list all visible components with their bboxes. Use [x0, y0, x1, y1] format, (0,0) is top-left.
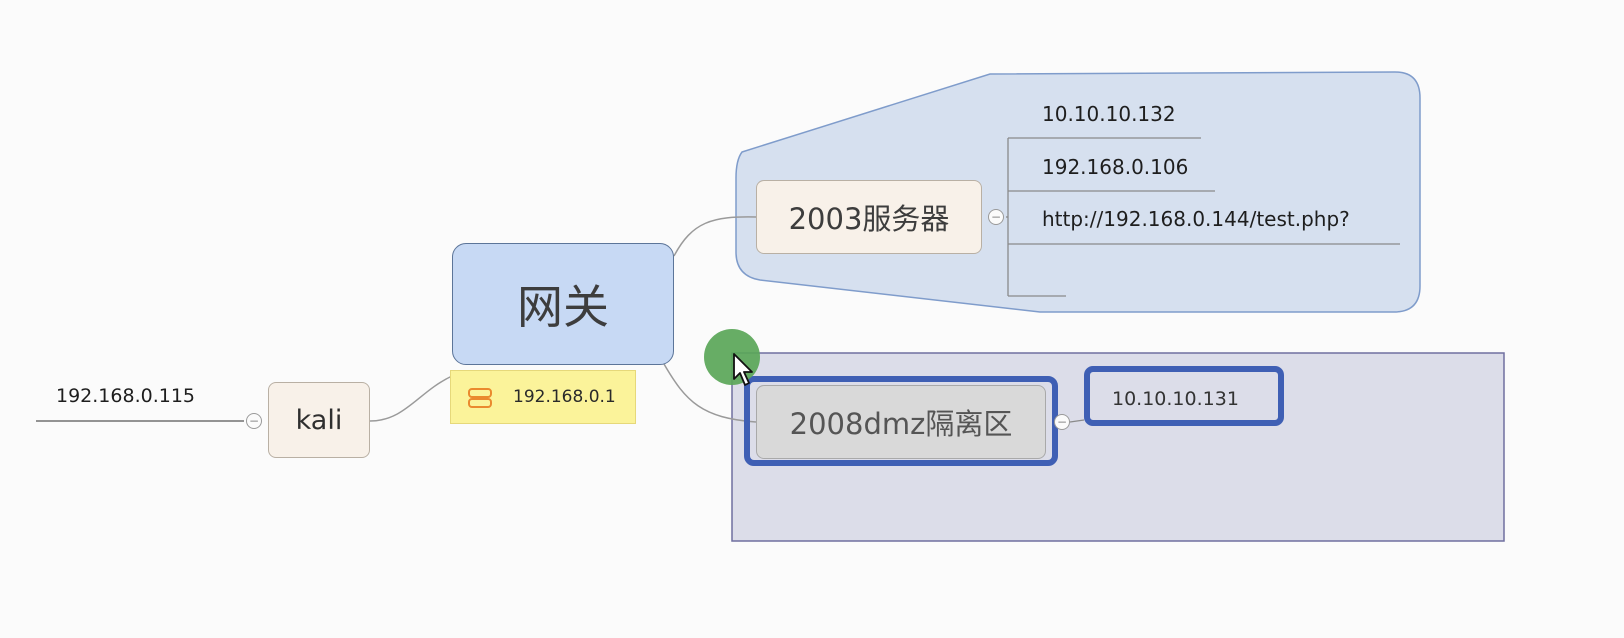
- mouse-cursor-icon: [732, 352, 756, 388]
- child-2003-1[interactable]: 10.10.10.132: [1042, 102, 1176, 126]
- node-root-label: 网关: [517, 280, 609, 334]
- pointer-highlight: [704, 329, 760, 385]
- child-2003-3[interactable]: http://192.168.0.144/test.php?: [1042, 207, 1350, 231]
- connector-kali-root: [369, 375, 453, 422]
- root-note[interactable]: 192.168.0.1: [450, 370, 636, 424]
- kali-ip-label[interactable]: 192.168.0.115: [56, 385, 196, 407]
- root-note-text: 192.168.0.1: [513, 387, 616, 407]
- node-kali[interactable]: kali: [268, 382, 370, 458]
- connector-root-2008: [663, 363, 757, 423]
- collapse-toggle-2003[interactable]: −: [988, 209, 1004, 225]
- child-2008-1[interactable]: 10.10.10.131: [1084, 366, 1284, 426]
- child-2008-1-label: 10.10.10.131: [1112, 388, 1239, 410]
- node-2008-dmz[interactable]: 2008dmz隔离区: [756, 385, 1046, 459]
- node-root-gateway[interactable]: 网关: [452, 243, 674, 365]
- child-2003-2[interactable]: 192.168.0.106: [1042, 155, 1189, 179]
- note-icon: [468, 388, 492, 408]
- node-2003-server[interactable]: 2003服务器: [756, 180, 982, 254]
- connector-root-2003: [673, 216, 757, 257]
- collapse-toggle-2008[interactable]: −: [1054, 414, 1070, 430]
- node-2003-label: 2003服务器: [788, 202, 950, 236]
- node-2008-label: 2008dmz隔离区: [789, 407, 1013, 441]
- collapse-toggle-kali[interactable]: −: [246, 413, 262, 429]
- node-kali-label: kali: [295, 404, 343, 436]
- branch-2008-child-1: [1069, 419, 1085, 423]
